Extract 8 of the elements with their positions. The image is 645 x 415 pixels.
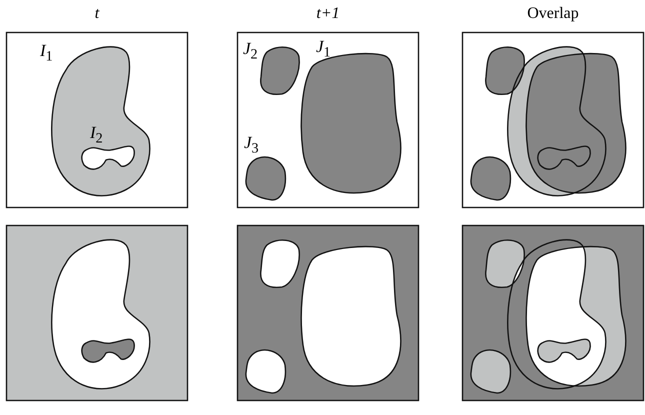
region-label: J$_{1}$ bbox=[316, 38, 331, 62]
column-heading: Overlap bbox=[526, 5, 580, 23]
region-label: I$_{1}$ bbox=[40, 42, 53, 66]
column-heading: t bbox=[94, 5, 100, 23]
region-label: I$_{2}$ bbox=[90, 124, 103, 148]
region-label: J$_{2}$ bbox=[243, 40, 258, 64]
region-label: J$_{3}$ bbox=[244, 134, 259, 158]
column-heading: t+1 bbox=[315, 5, 341, 23]
